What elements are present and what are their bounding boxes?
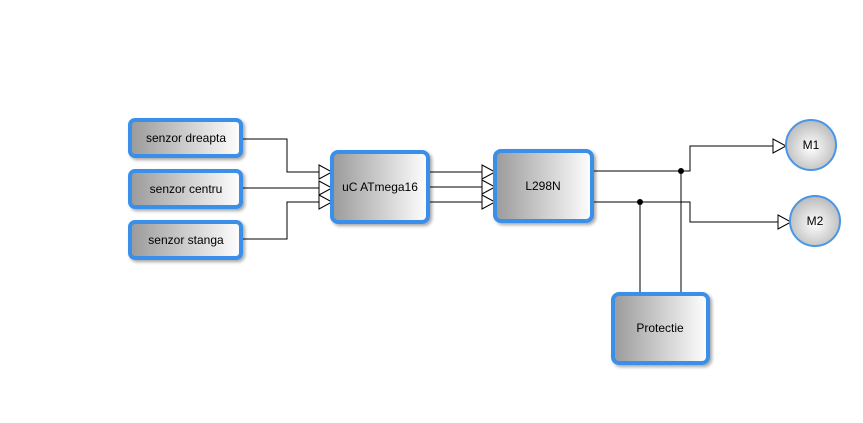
- hollow-triangle-arrow-icon: [777, 214, 793, 230]
- hollow-triangle-arrow-icon: [318, 180, 334, 196]
- hollow-triangle-arrow-icon: [481, 164, 497, 180]
- hollow-triangle-arrow-icon: [481, 179, 497, 195]
- hollow-triangle-arrow-icon: [318, 194, 334, 210]
- junction-dot-icon: [637, 199, 643, 205]
- block-sensor-center: senzor centru: [128, 169, 243, 209]
- motor-m2: M2: [789, 195, 841, 247]
- hollow-triangle-arrow-icon: [481, 194, 497, 210]
- sensor-center-label: senzor centru: [150, 182, 223, 196]
- block-driver: L298N: [493, 149, 594, 223]
- arrow-heads: [318, 138, 793, 230]
- microcontroller-label: uC ATmega16: [342, 180, 418, 194]
- block-sensor-left: senzor stanga: [128, 220, 243, 260]
- block-microcontroller: uC ATmega16: [330, 150, 430, 224]
- protection-label: Protectie: [636, 321, 684, 335]
- motor-m1-label: M1: [803, 138, 820, 152]
- junction-dot-icon: [678, 168, 684, 174]
- motor-m1: M1: [785, 119, 837, 171]
- hollow-triangle-arrow-icon: [318, 164, 334, 180]
- wire-sensor-left-to-uc: [241, 201, 319, 240]
- motor-m2-label: M2: [807, 214, 824, 228]
- wires: [241, 138, 778, 294]
- sensor-left-label: senzor stanga: [148, 233, 224, 247]
- hollow-triangle-arrow-icon: [772, 138, 788, 154]
- block-sensor-right: senzor dreapta: [128, 118, 243, 158]
- driver-label: L298N: [525, 179, 560, 193]
- wire-sensor-right-to-uc: [241, 138, 319, 173]
- wire-driver-to-m1: [593, 145, 773, 172]
- sensor-right-label: senzor dreapta: [146, 131, 226, 145]
- wire-driver-to-m2: [593, 201, 778, 223]
- block-protection: Protectie: [611, 292, 710, 365]
- junctions: [637, 168, 684, 205]
